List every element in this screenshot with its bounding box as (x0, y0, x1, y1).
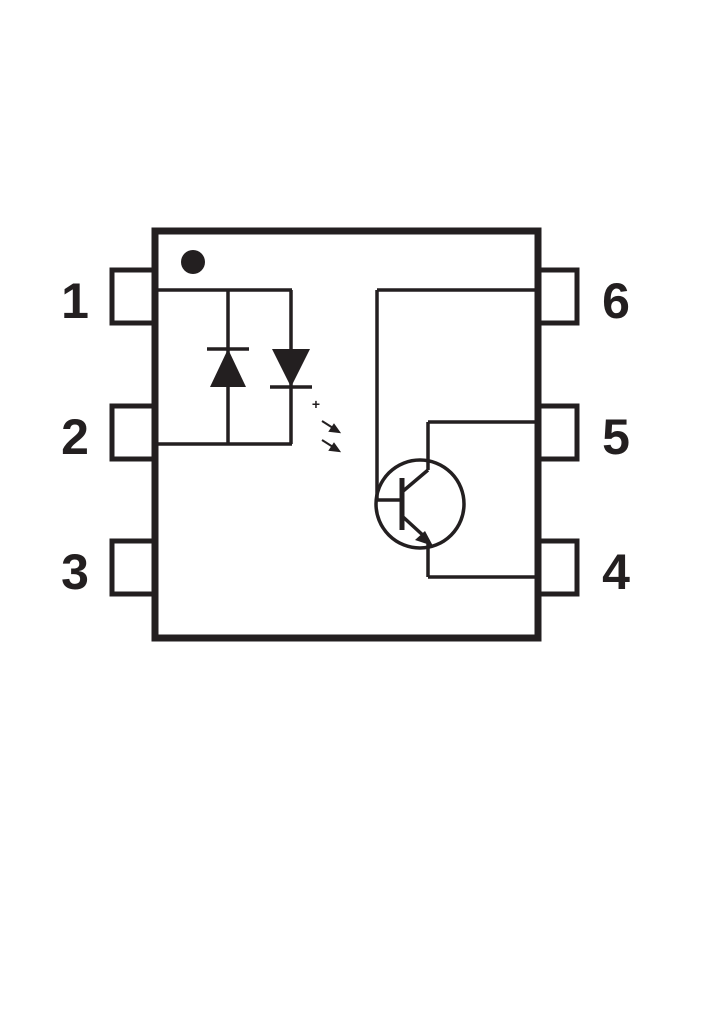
pin-1-lead (109, 267, 158, 326)
polarity-plus-mark: + (312, 396, 320, 412)
pin-label-6: 6 (602, 273, 630, 329)
pin-3-lead (109, 538, 158, 597)
pin-label-4: 4 (602, 544, 630, 600)
pin1-indicator-icon (181, 250, 205, 274)
led-left-icon (207, 347, 249, 387)
led-right-icon (270, 349, 312, 389)
pin-5-lead (535, 403, 580, 462)
phototransistor-icon (374, 288, 538, 579)
pin-6-lead (535, 267, 580, 326)
pin-2-lead (109, 403, 158, 462)
light-emission-arrows-icon (321, 420, 342, 453)
pin-label-5: 5 (602, 409, 630, 465)
pin-label-2: 2 (61, 409, 89, 465)
emitter-arrow-icon (415, 531, 433, 546)
pin-4-lead (535, 538, 580, 597)
pin-label-1: 1 (61, 273, 89, 329)
pin-label-3: 3 (61, 544, 89, 600)
